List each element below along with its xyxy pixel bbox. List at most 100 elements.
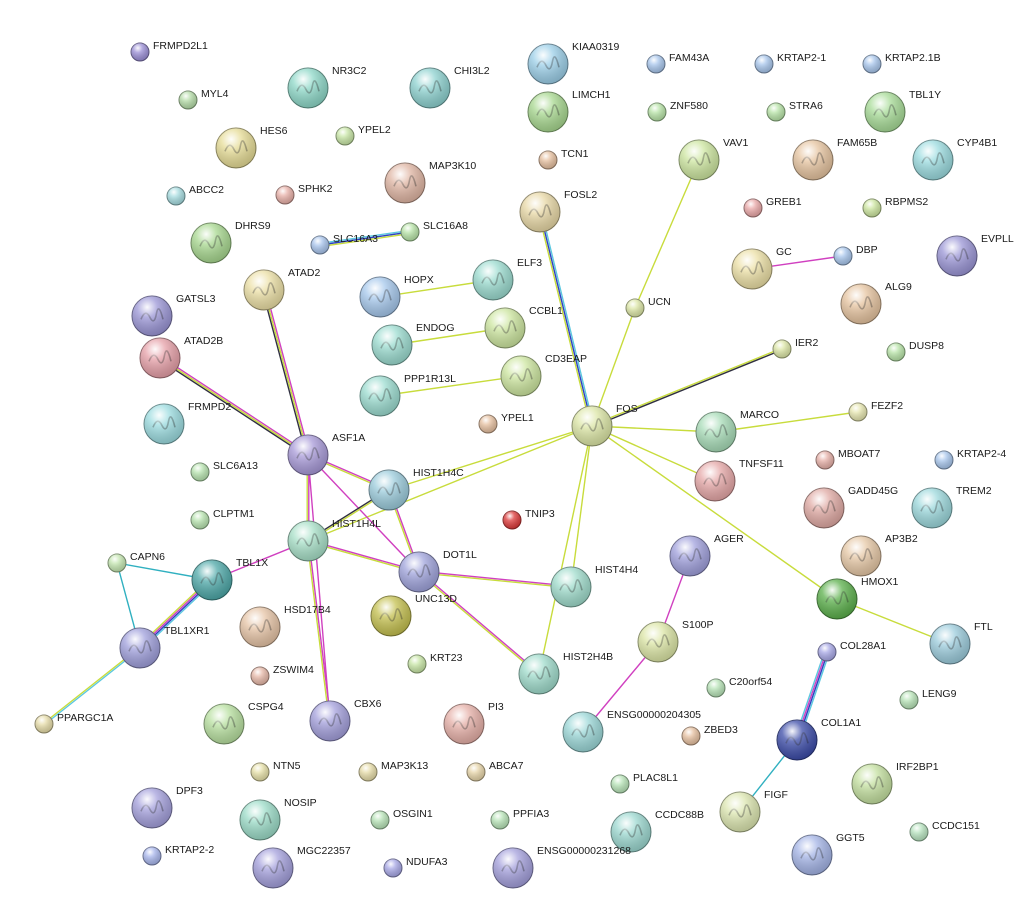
- node-ppargc1a[interactable]: PPARGC1A: [34, 712, 113, 734]
- node-krtap2.1b[interactable]: KRTAP2.1B: [862, 52, 941, 74]
- node-s100p[interactable]: S100P: [637, 619, 714, 663]
- node-capn6[interactable]: CAPN6: [107, 551, 165, 573]
- node-hist2h4b[interactable]: HIST2H4B: [518, 651, 613, 695]
- node-vav1[interactable]: VAV1: [678, 137, 748, 181]
- node-znf580[interactable]: ZNF580: [647, 100, 708, 122]
- node-alg9[interactable]: ALG9: [840, 281, 912, 325]
- node-greb1[interactable]: GREB1: [743, 196, 802, 218]
- node-ypel1[interactable]: YPEL1: [478, 412, 534, 434]
- node-tbl1x[interactable]: TBL1X: [191, 557, 268, 601]
- node-hist4h4[interactable]: HIST4H4: [550, 564, 638, 608]
- node-tnip3[interactable]: TNIP3: [502, 508, 555, 530]
- node-leng9[interactable]: LENG9: [899, 688, 957, 710]
- node-rbpms2[interactable]: RBPMS2: [862, 196, 928, 218]
- node-evpll[interactable]: EVPLL: [936, 233, 1014, 277]
- node-krt23[interactable]: KRT23: [407, 652, 463, 674]
- node-fosl2[interactable]: FOSL2: [519, 189, 597, 233]
- node-ccbl1[interactable]: CCBL1: [484, 305, 563, 349]
- node-cbx6[interactable]: CBX6: [309, 698, 382, 742]
- node-ucn[interactable]: UCN: [625, 296, 671, 318]
- node-asf1a[interactable]: ASF1A: [287, 432, 365, 476]
- node-zswim4[interactable]: ZSWIM4: [250, 664, 314, 686]
- node-frmpd2[interactable]: FRMPD2: [143, 401, 231, 445]
- node-mgc22357[interactable]: MGC22357: [252, 845, 351, 889]
- node-hist1h4c[interactable]: HIST1H4C: [368, 467, 464, 511]
- node-dusp8[interactable]: DUSP8: [886, 340, 944, 362]
- node-fezf2[interactable]: FEZF2: [848, 400, 903, 422]
- node-krtap2-2[interactable]: KRTAP2-2: [142, 844, 214, 866]
- node-dbp[interactable]: DBP: [833, 244, 878, 266]
- node-marco[interactable]: MARCO: [695, 409, 779, 453]
- node-figf[interactable]: FIGF: [719, 789, 788, 833]
- node-ggt5[interactable]: GGT5: [791, 832, 865, 876]
- node-cd3eap[interactable]: CD3EAP: [500, 353, 587, 397]
- node-irf2bp1[interactable]: IRF2BP1: [851, 761, 939, 805]
- node-unc13d[interactable]: UNC13D: [370, 593, 457, 637]
- node-nr3c2[interactable]: NR3C2: [287, 65, 367, 109]
- node-elf3[interactable]: ELF3: [472, 257, 542, 301]
- node-atad2[interactable]: ATAD2: [243, 267, 320, 311]
- node-chi3l2[interactable]: CHI3L2: [409, 65, 490, 109]
- node-dhrs9[interactable]: DHRS9: [190, 220, 271, 264]
- node-ap3b2[interactable]: AP3B2: [840, 533, 918, 577]
- node-slc16a3[interactable]: SLC16A3: [310, 233, 378, 255]
- node-ndufa3[interactable]: NDUFA3: [383, 856, 448, 878]
- node-atad2b[interactable]: ATAD2B: [139, 335, 223, 379]
- node-tbl1y[interactable]: TBL1Y: [864, 89, 941, 133]
- node-limch1[interactable]: LIMCH1: [527, 89, 611, 133]
- node-fos[interactable]: FOS: [571, 403, 638, 447]
- node-hmox1[interactable]: HMOX1: [816, 576, 899, 620]
- node-krtap2-4[interactable]: KRTAP2-4: [934, 448, 1006, 470]
- node-dot1l[interactable]: DOT1L: [398, 549, 477, 593]
- node-ppp1r13l[interactable]: PPP1R13L: [359, 373, 456, 417]
- node-ccdc151[interactable]: CCDC151: [909, 820, 980, 842]
- node-ppfia3[interactable]: PPFIA3: [490, 808, 549, 830]
- node-zbed3[interactable]: ZBED3: [681, 724, 738, 746]
- node-gatsl3[interactable]: GATSL3: [131, 293, 216, 337]
- node-col1a1[interactable]: COL1A1: [776, 717, 861, 761]
- node-tnfsf11[interactable]: TNFSF11: [694, 458, 784, 502]
- node-nosip[interactable]: NOSIP: [239, 797, 317, 841]
- node-hopx[interactable]: HOPX: [359, 274, 434, 318]
- node-trem2[interactable]: TREM2: [911, 485, 992, 529]
- node-fam43a[interactable]: FAM43A: [646, 52, 709, 74]
- node-gc[interactable]: GC: [731, 246, 792, 290]
- node-abcc2[interactable]: ABCC2: [166, 184, 224, 206]
- node-osgin1[interactable]: OSGIN1: [370, 808, 433, 830]
- node-ntn5[interactable]: NTN5: [250, 760, 301, 782]
- node-tbl1xr1[interactable]: TBL1XR1: [119, 625, 210, 669]
- node-endog[interactable]: ENDOG: [371, 322, 455, 366]
- node-ccdc88b[interactable]: CCDC88B: [610, 809, 704, 853]
- node-ensg00000231268[interactable]: ENSG00000231268: [492, 845, 631, 889]
- node-ypel2[interactable]: YPEL2: [335, 124, 391, 146]
- node-map3k10[interactable]: MAP3K10: [384, 160, 476, 204]
- node-sphk2[interactable]: SPHK2: [275, 183, 333, 205]
- node-hsd17b4[interactable]: HSD17B4: [239, 604, 331, 648]
- node-tcn1[interactable]: TCN1: [538, 148, 589, 170]
- node-col28a1[interactable]: COL28A1: [817, 640, 886, 662]
- node-clptm1[interactable]: CLPTM1: [190, 508, 255, 530]
- node-ftl[interactable]: FTL: [929, 621, 993, 665]
- node-c20orf54[interactable]: C20orf54: [706, 676, 772, 698]
- node-hist1h4l[interactable]: HIST1H4L: [287, 518, 381, 562]
- node-abca7[interactable]: ABCA7: [466, 760, 524, 782]
- node-myl4[interactable]: MYL4: [178, 88, 229, 110]
- node-map3k13[interactable]: MAP3K13: [358, 760, 428, 782]
- node-gadd45g[interactable]: GADD45G: [803, 485, 898, 529]
- node-slc16a8[interactable]: SLC16A8: [400, 220, 468, 242]
- node-fam65b[interactable]: FAM65B: [792, 137, 877, 181]
- node-ier2[interactable]: IER2: [772, 337, 819, 359]
- node-cspg4[interactable]: CSPG4: [203, 701, 284, 745]
- node-kiaa0319[interactable]: KIAA0319: [527, 41, 619, 85]
- node-krtap2-1[interactable]: KRTAP2-1: [754, 52, 826, 74]
- node-ager[interactable]: AGER: [669, 533, 744, 577]
- node-ensg00000204305[interactable]: ENSG00000204305: [562, 709, 701, 753]
- node-mboat7[interactable]: MBOAT7: [815, 448, 881, 470]
- node-plac8l1[interactable]: PLAC8L1: [610, 772, 678, 794]
- node-cyp4b1[interactable]: CYP4B1: [912, 137, 997, 181]
- node-dpf3[interactable]: DPF3: [131, 785, 203, 829]
- node-slc6a13[interactable]: SLC6A13: [190, 460, 258, 482]
- node-hes6[interactable]: HES6: [215, 125, 288, 169]
- node-frmpd2l1[interactable]: FRMPD2L1: [130, 40, 208, 62]
- node-pi3[interactable]: PI3: [443, 701, 504, 745]
